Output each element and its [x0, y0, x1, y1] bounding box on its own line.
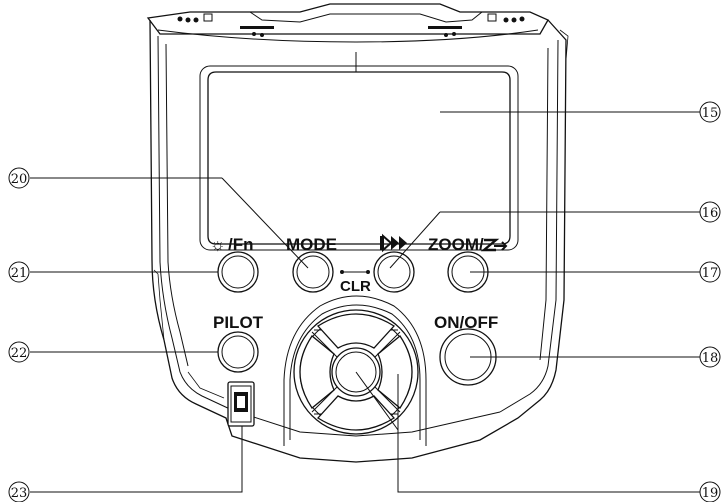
callout-18: 18	[699, 346, 721, 368]
callout-15: 15	[699, 101, 721, 123]
light-fn-button-group: ☼ /Fn	[210, 235, 259, 293]
svg-text:23: 23	[11, 486, 28, 501]
dpad-down[interactable]	[316, 395, 396, 431]
dpad-up[interactable]	[316, 313, 396, 349]
double-arrow-forward-icon	[380, 233, 407, 253]
zoom-label: ZOOM/	[428, 235, 484, 254]
callout-16: 16	[699, 201, 721, 223]
svg-text:22: 22	[11, 346, 28, 361]
lcd-screen	[199, 52, 519, 251]
mode-button-group: MODE	[286, 235, 337, 293]
onoff-button-group: ON/OFF	[434, 313, 498, 386]
forward-button-group	[373, 233, 415, 293]
svg-text:16: 16	[702, 206, 719, 221]
svg-text:20: 20	[11, 172, 28, 187]
callout-23: 23	[8, 481, 30, 502]
flash-body-outline	[149, 19, 569, 463]
callout-20: 20	[8, 167, 30, 189]
lock-switch[interactable]	[227, 381, 255, 427]
forward-button[interactable]	[373, 251, 415, 293]
pilot-button[interactable]	[217, 331, 259, 373]
light-fn-label: /Fn	[228, 235, 254, 254]
svg-text:19: 19	[702, 486, 719, 501]
dpad-right[interactable]	[377, 335, 413, 409]
top-plate	[146, 3, 549, 43]
svg-text:17: 17	[702, 266, 719, 281]
onoff-label: ON/OFF	[434, 313, 498, 332]
zoom-z-icon	[480, 238, 508, 252]
callout-17: 17	[699, 261, 721, 283]
leader-lines	[30, 111, 700, 493]
callout-21: 21	[8, 261, 30, 283]
svg-text:18: 18	[702, 351, 719, 366]
sun-icon: ☼	[210, 235, 226, 254]
mode-button[interactable]	[292, 251, 334, 293]
svg-text:21: 21	[11, 266, 28, 281]
zoom-button-group: ZOOM/	[428, 235, 508, 293]
light-fn-button[interactable]	[217, 251, 259, 293]
svg-text:15: 15	[702, 106, 719, 121]
clr-label: CLR	[340, 278, 371, 295]
control-dial	[283, 295, 427, 446]
dpad-left[interactable]	[299, 335, 335, 409]
clr-indicator: CLR	[340, 270, 371, 295]
mode-label: MODE	[286, 235, 337, 254]
pilot-button-group: PILOT	[213, 313, 264, 373]
pilot-label: PILOT	[213, 313, 264, 332]
callout-19: 19	[699, 481, 721, 502]
callout-22: 22	[8, 341, 30, 363]
